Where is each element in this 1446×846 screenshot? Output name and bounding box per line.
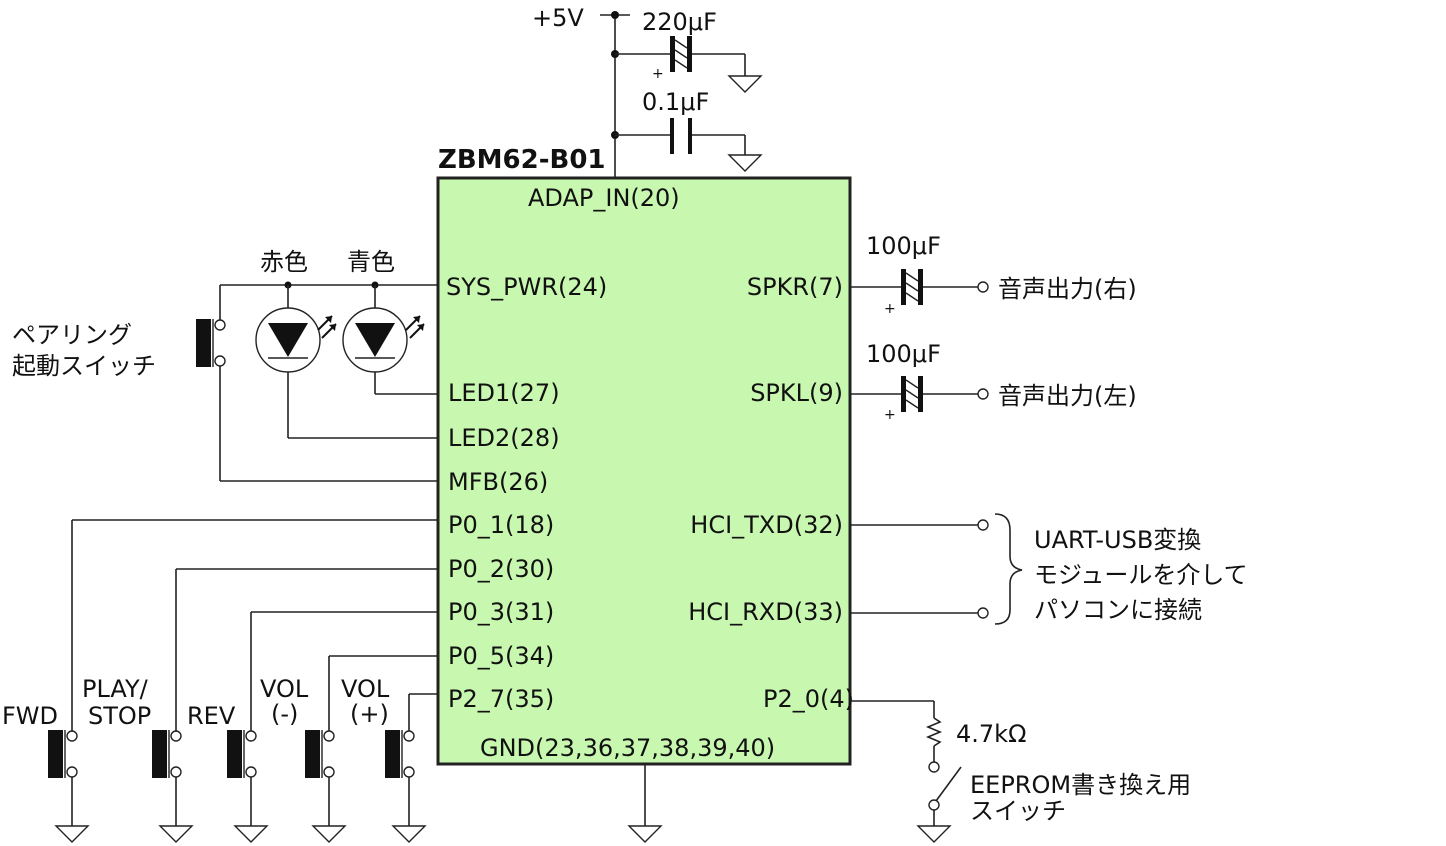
ground-icon [392, 825, 426, 843]
plus-mark: + [652, 66, 664, 82]
ground-icon [234, 825, 268, 843]
resistor-icon [925, 717, 943, 747]
electrolytic-capacitor-icon [900, 268, 924, 306]
terminal-icon [977, 388, 989, 400]
electrolytic-capacitor-icon [900, 375, 924, 413]
pin-hci-txd: HCI_TXD(32) [690, 511, 843, 539]
pin-mfb: MFB(26) [448, 468, 548, 496]
ground-icon [728, 154, 762, 172]
ground-icon [312, 825, 346, 843]
play-label-1: PLAY/ [82, 675, 149, 703]
vol-up-switch-icon [384, 729, 415, 779]
rev-label: REV [187, 702, 236, 730]
play-label-2: STOP [88, 702, 151, 730]
fwd-label: FWD [2, 702, 58, 730]
audio-section: 100μF + 音声出力(右) 100μF + 音声出力(左) [850, 232, 1137, 423]
led-section: 赤色 青色 ペアリング 起動スイッチ [12, 248, 438, 482]
uart-label-1: UART-USB変換 [1034, 526, 1201, 554]
pin-p0-5: P0_5(34) [448, 642, 554, 670]
button-section: FWD PLAY/ STOP REV VOL (-) VOL (+) [2, 519, 438, 843]
cap-0.1uf-label: 0.1μF [642, 88, 709, 116]
pin-sys-pwr: SYS_PWR(24) [446, 273, 607, 301]
pairing-switch-label-1: ペアリング [12, 321, 132, 349]
vol-down-label-2: (-) [271, 700, 298, 728]
ground-icon [917, 825, 951, 843]
vol-up-label-2: (+) [350, 700, 389, 728]
eeprom-label-1: EEPROM書き換え用 [970, 771, 1191, 799]
pin-led1: LED1(27) [448, 379, 560, 407]
ceramic-capacitor-icon [670, 118, 674, 154]
junction-dot [611, 11, 619, 19]
module-box [436, 176, 852, 766]
vol-up-label-1: VOL [341, 675, 390, 703]
ground-icon [628, 825, 662, 843]
pin-led2: LED2(28) [448, 424, 560, 452]
fwd-switch-icon [47, 729, 78, 779]
module-title: ZBM62-B01 [438, 145, 606, 175]
terminal-icon [977, 519, 989, 531]
uart-section: UART-USB変換 モジュールを介して パソコンに接続 [850, 513, 1248, 625]
cap-right-label: 100μF [866, 232, 941, 260]
ground-icon [55, 825, 89, 843]
led-blue-icon [342, 285, 425, 394]
rev-switch-icon [226, 729, 257, 779]
pin-spkl: SPKL(9) [750, 379, 843, 407]
pin-p2-7: P2_7(35) [448, 685, 554, 713]
pin-adap-in: ADAP_IN(20) [528, 184, 680, 212]
led-red-label: 赤色 [260, 248, 308, 276]
play-stop-switch-icon [151, 729, 182, 779]
supply-label: +5V [532, 4, 584, 32]
resistor-label: 4.7kΩ [956, 720, 1026, 748]
pin-p0-2: P0_2(30) [448, 555, 554, 583]
eeprom-section: 4.7kΩ EEPROM書き換え用 スイッチ [850, 700, 1191, 843]
led-red-icon [255, 285, 337, 438]
eeprom-label-2: スイッチ [970, 797, 1066, 825]
electrolytic-capacitor-icon [669, 35, 693, 73]
pin-p2-0: P2_0(4) [763, 685, 854, 713]
pairing-switch-label-2: 起動スイッチ [12, 352, 156, 380]
plus-mark: + [884, 301, 896, 317]
audio-out-left-label: 音声出力(左) [998, 382, 1137, 410]
led-blue-label: 青色 [347, 248, 395, 276]
terminal-icon [977, 607, 989, 619]
pin-p0-1: P0_1(18) [448, 511, 554, 539]
pairing-switch-icon [195, 318, 226, 368]
cap-220uf-label: 220μF [642, 8, 717, 36]
audio-out-right-label: 音声出力(右) [998, 275, 1137, 303]
terminal-icon [977, 281, 989, 293]
ground-icon [728, 75, 762, 93]
pin-gnd: GND(23,36,37,38,39,40) [480, 734, 775, 762]
vol-down-label-1: VOL [260, 675, 309, 703]
eeprom-switch-icon [935, 766, 962, 802]
uart-label-3: パソコンに接続 [1034, 596, 1202, 624]
cap-left-label: 100μF [866, 340, 941, 368]
vol-down-switch-icon [304, 729, 335, 779]
pin-spkr: SPKR(7) [747, 273, 843, 301]
pin-p0-3: P0_3(31) [448, 598, 554, 626]
uart-label-2: モジュールを介して [1034, 561, 1248, 589]
brace-icon [994, 513, 1023, 625]
power-section: +5V 220μF + 0.1μF [532, 4, 762, 178]
ground-icon [159, 825, 193, 843]
pin-hci-rxd: HCI_RXD(33) [688, 598, 843, 626]
plus-mark: + [884, 407, 896, 423]
